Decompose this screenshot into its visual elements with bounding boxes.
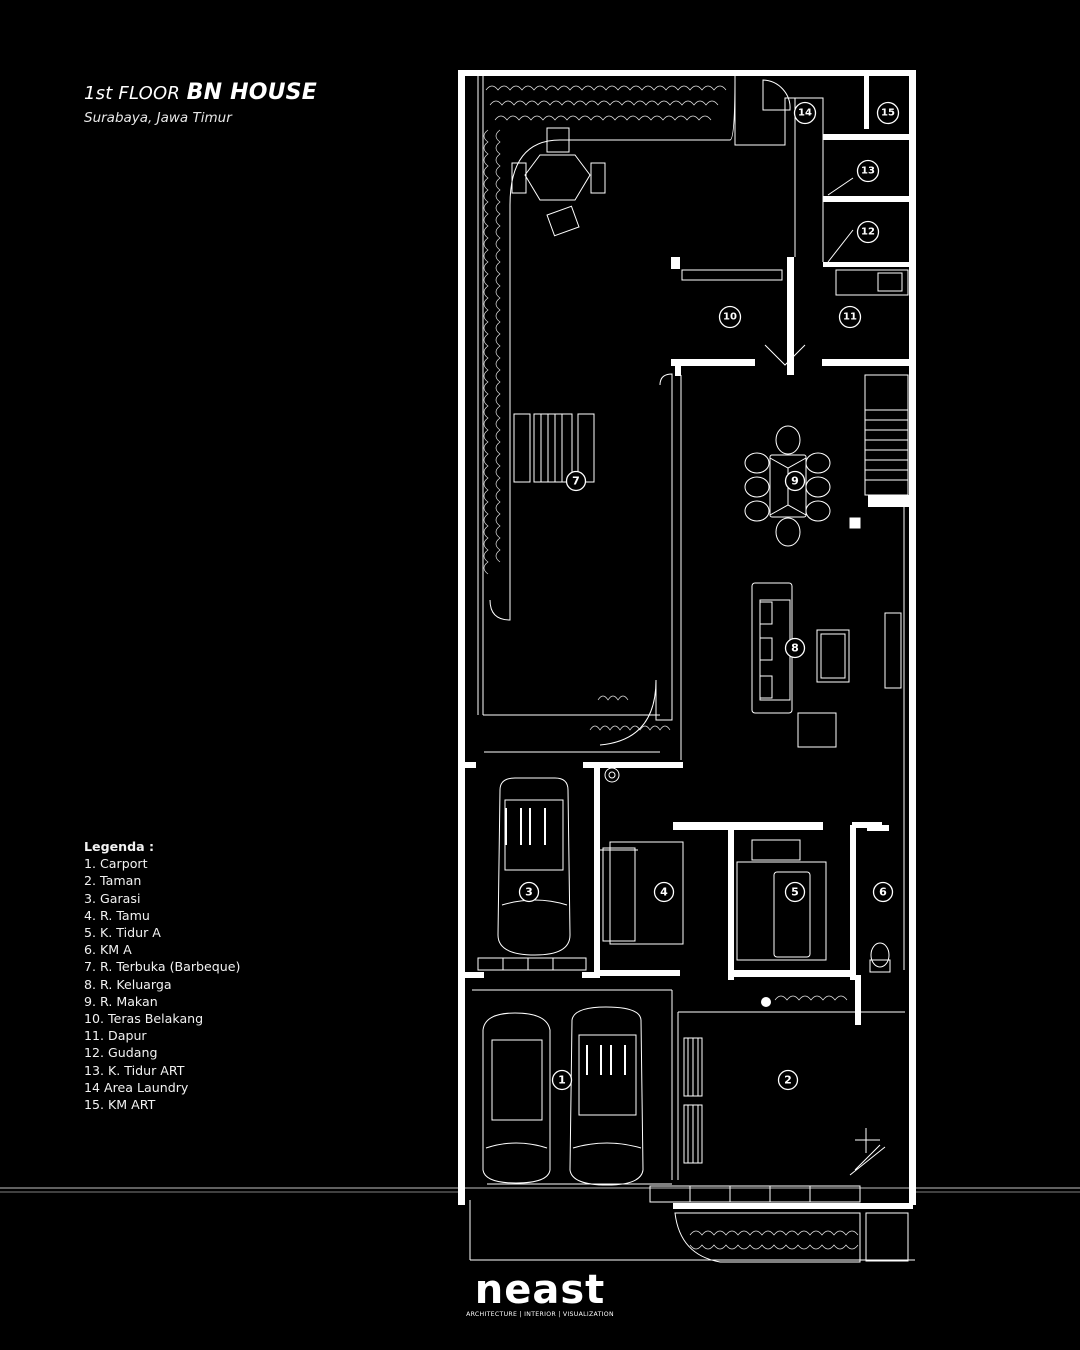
front-steps — [649, 1185, 861, 1203]
barbeque-deck — [513, 413, 595, 483]
room-marker-14: 14 — [793, 101, 817, 125]
room-markers: 1 2 3 4 5 6 7 8 9 10 11 12 13 14 15 — [518, 101, 900, 1091]
svg-text:3: 3 — [525, 886, 533, 899]
svg-text:2: 2 — [784, 1074, 792, 1087]
plan-subtitle: Surabaya, Jawa Timur — [84, 110, 232, 126]
room-marker-6: 6 — [872, 881, 894, 903]
legend-heading: Legenda : — [84, 839, 155, 854]
brand-logo: neast ARCHITECTURE | INTERIOR | VISUALIZ… — [440, 1270, 640, 1318]
room-marker-12: 12 — [856, 220, 880, 244]
garden-grates — [683, 1037, 703, 1164]
legend-item: 6. KM A — [84, 942, 132, 958]
legend-item: 3. Garasi — [84, 890, 141, 906]
svg-text:10: 10 — [723, 312, 737, 323]
legend-item: 11. Dapur — [84, 1028, 147, 1044]
room-marker-11: 11 — [838, 305, 862, 329]
front-planter — [674, 1212, 861, 1263]
room-marker-3: 3 — [518, 881, 540, 903]
thin-lines — [469, 75, 915, 1263]
interior-walls — [462, 74, 913, 1209]
logo-wordmark: neast — [474, 1267, 606, 1313]
room-marker-2: 2 — [777, 1069, 799, 1091]
sofa-tamu — [600, 841, 684, 945]
bed — [736, 839, 827, 961]
svg-text:11: 11 — [843, 312, 857, 323]
room-marker-1: 1 — [551, 1069, 573, 1091]
garage-ramp — [477, 957, 587, 971]
title-prefix: 1st FLOOR — [84, 83, 181, 104]
room-marker-10: 10 — [718, 305, 742, 329]
svg-text:8: 8 — [791, 642, 799, 655]
garden-foliage — [483, 85, 859, 1250]
legend-item: 1. Carport — [84, 856, 148, 872]
plan-title: 1st FLOOR BN HOUSE — [84, 80, 317, 105]
svg-text:15: 15 — [881, 108, 895, 119]
title-main: BN HOUSE — [186, 80, 317, 105]
room-marker-15: 15 — [876, 101, 900, 125]
svg-text:9: 9 — [791, 475, 799, 488]
outer-walls — [458, 70, 916, 1205]
dining-table — [744, 425, 831, 547]
toilet — [870, 942, 890, 968]
car-carport-2 — [569, 1006, 644, 1186]
svg-text:1: 1 — [558, 1074, 566, 1087]
outdoor-table — [511, 127, 606, 237]
car-garasi — [497, 777, 571, 956]
spiral-stair — [762, 79, 791, 111]
legend-item: 12. Gudang — [84, 1045, 158, 1061]
legend-item: 10. Teras Belakang — [84, 1011, 204, 1027]
staircase — [864, 374, 909, 496]
sofa-set — [751, 582, 902, 748]
room-marker-9: 9 — [784, 470, 806, 492]
svg-text:6: 6 — [879, 886, 887, 899]
room-marker-7: 7 — [565, 470, 587, 492]
legend-item: 15. KM ART — [84, 1097, 156, 1113]
svg-text:12: 12 — [861, 227, 875, 238]
legend: Legenda : 1. Carport 2. Taman 3. Garasi … — [84, 838, 240, 1113]
room-marker-8: 8 — [784, 637, 806, 659]
legend-item: 14 Area Laundry — [84, 1079, 189, 1095]
legend-item: 9. R. Makan — [84, 993, 158, 1009]
legend-item: 5. K. Tidur A — [84, 925, 161, 941]
legend-item: 4. R. Tamu — [84, 907, 150, 923]
legend-item: 2. Taman — [84, 873, 142, 889]
svg-text:5: 5 — [791, 886, 799, 899]
title-block: 1st FLOOR BN HOUSE Surabaya, Jawa Timur — [84, 80, 317, 126]
svg-text:13: 13 — [861, 166, 875, 177]
room-marker-5: 5 — [784, 881, 806, 903]
svg-text:7: 7 — [572, 475, 580, 488]
legend-item: 7. R. Terbuka (Barbeque) — [84, 959, 241, 975]
logo-tagline: ARCHITECTURE | INTERIOR | VISUALIZATION — [466, 1311, 614, 1318]
svg-text:14: 14 — [798, 108, 812, 119]
legend-item: 13. K. Tidur ART — [84, 1062, 185, 1078]
svg-text:4: 4 — [660, 886, 668, 899]
legend-item: 8. R. Keluarga — [84, 976, 172, 992]
car-carport-1 — [482, 1012, 551, 1184]
room-marker-4: 4 — [653, 881, 675, 903]
room-marker-13: 13 — [856, 159, 880, 183]
